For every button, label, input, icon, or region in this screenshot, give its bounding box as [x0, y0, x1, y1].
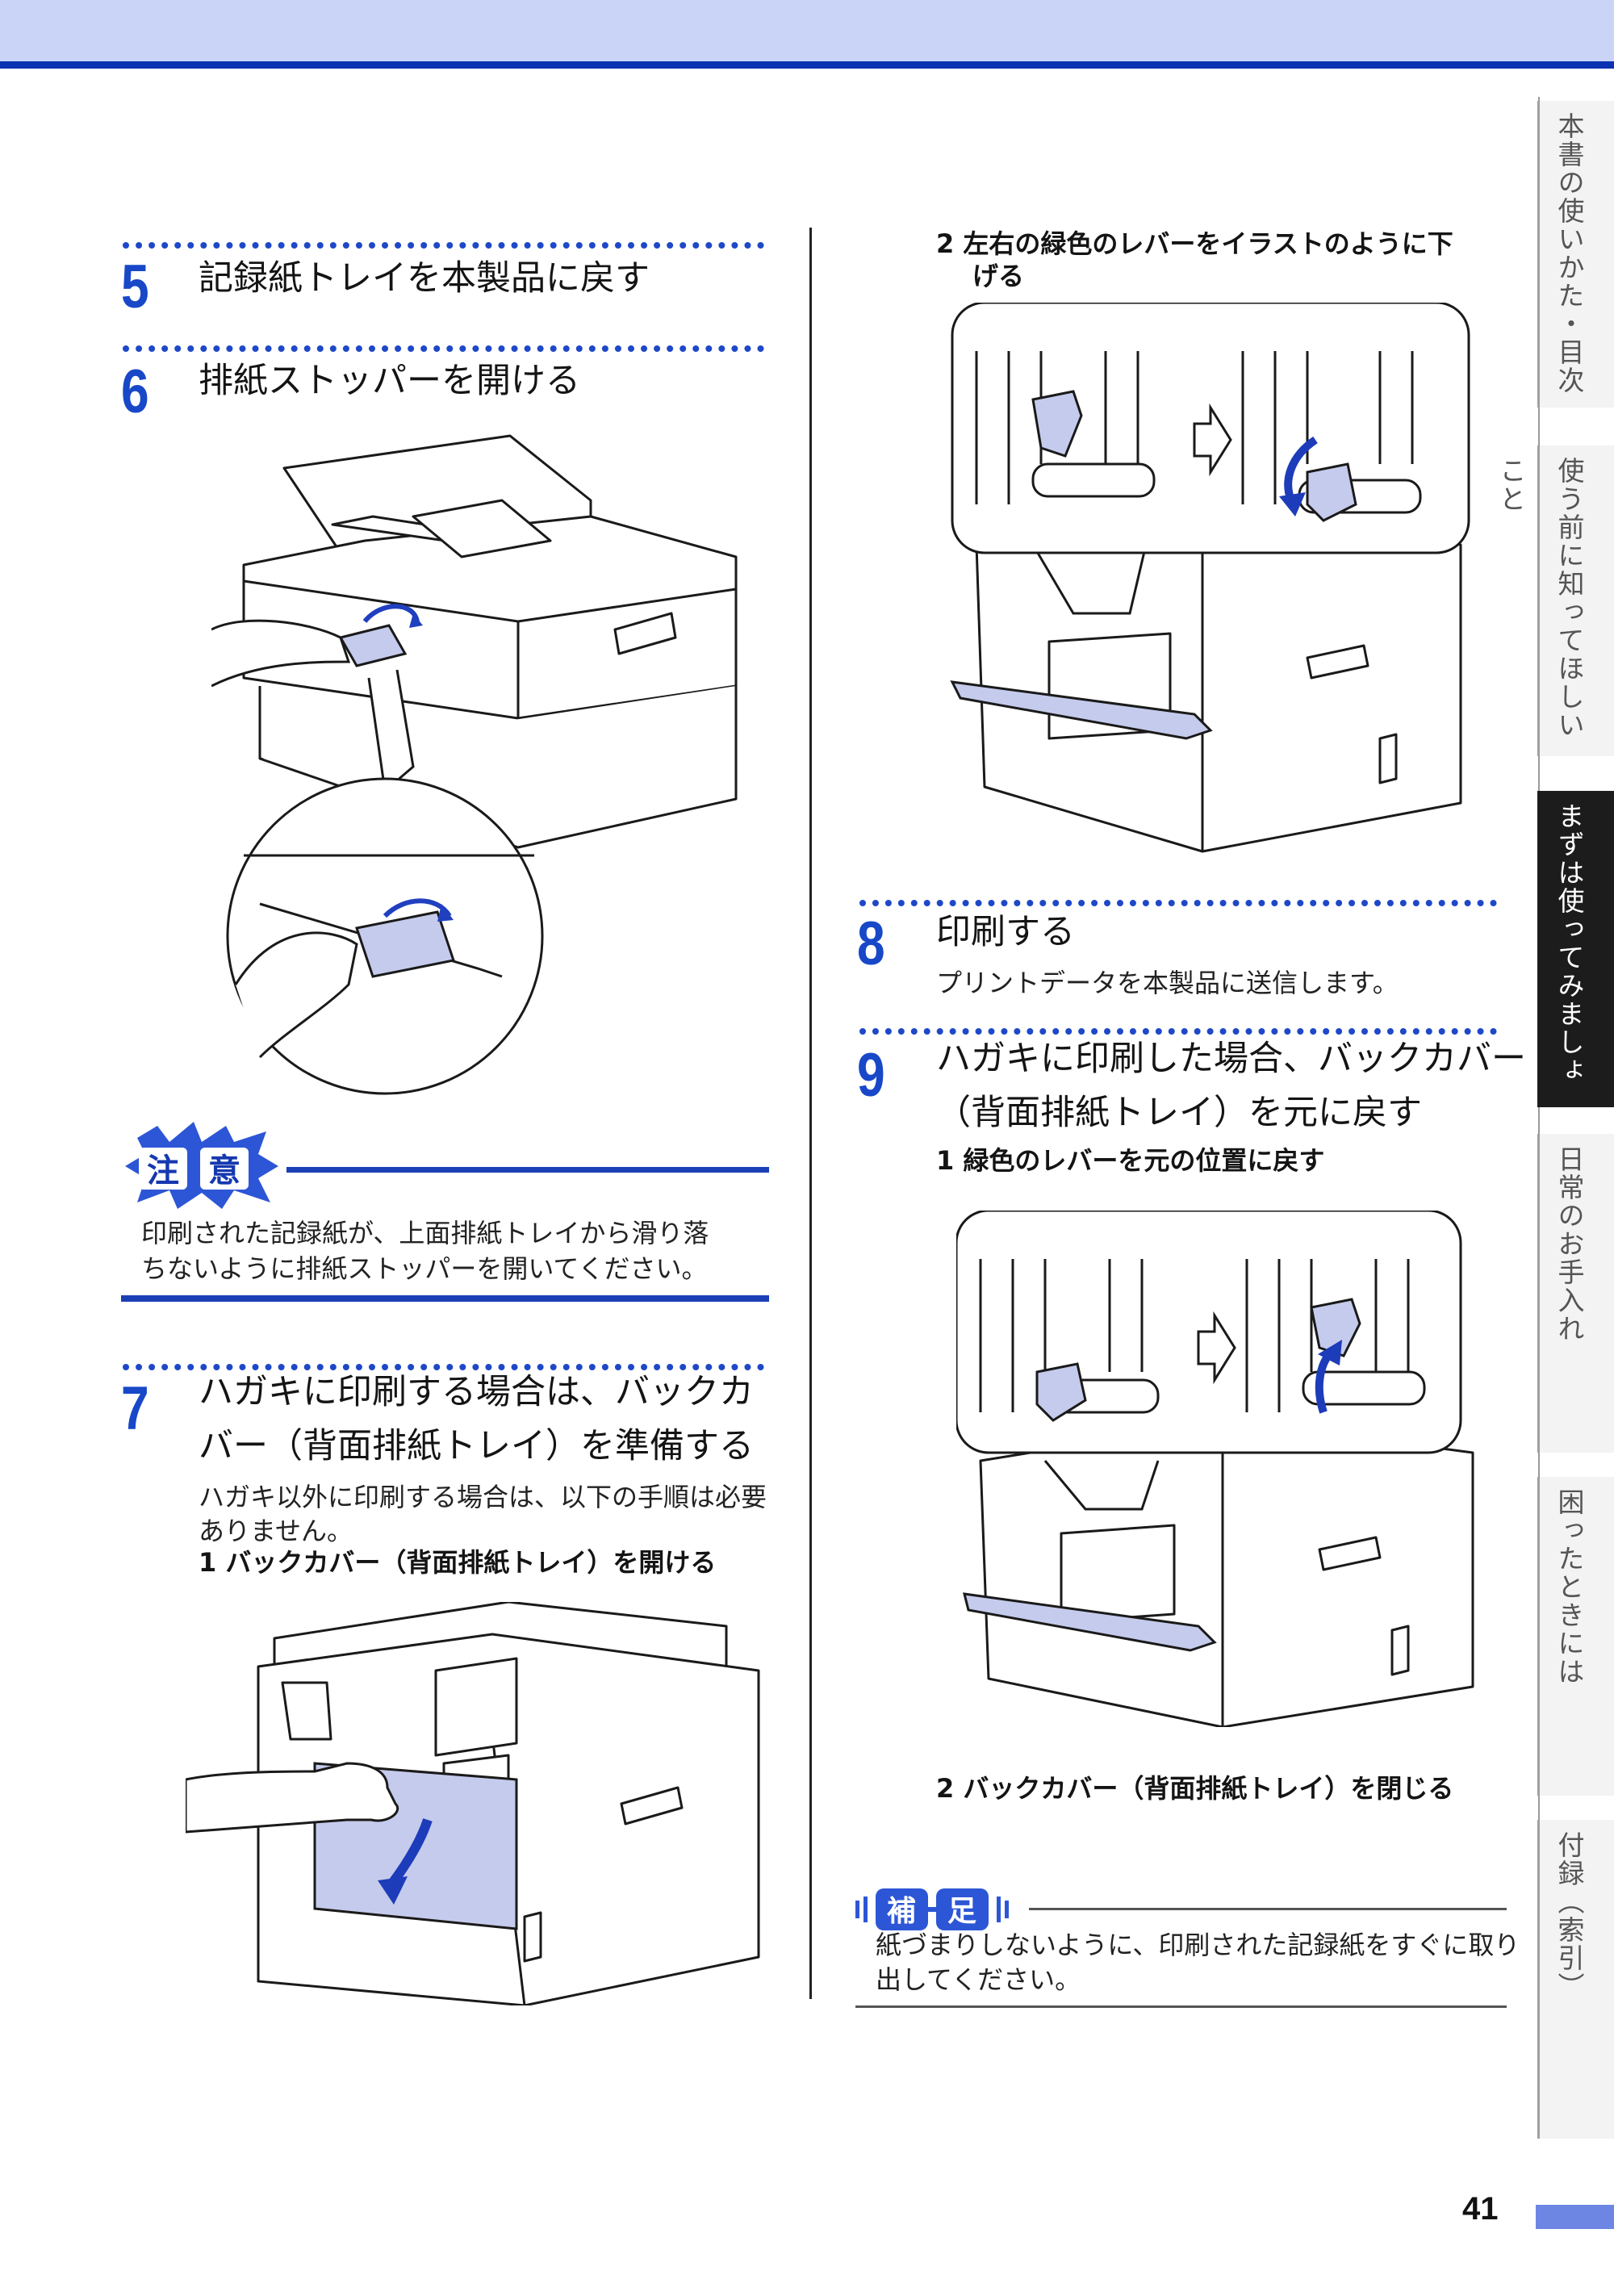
back-cover-open-illustration [186, 1602, 760, 2005]
side-tab-label: 日常のお手入れ [1553, 1145, 1585, 1343]
caution-badge-icon: 注 意 [125, 1122, 278, 1209]
side-tab-label: まずは使ってみましょう [1495, 802, 1585, 1085]
note-bottom-rule [855, 2005, 1507, 2008]
side-tab-getting-started[interactable]: まずは使ってみましょう [1495, 791, 1614, 1107]
step-title-7-line-2: バー（背面排紙トレイ）を準備する [199, 1426, 754, 1466]
page-number-bar [1536, 2205, 1614, 2229]
step-7-description: ハガキ以外に印刷する場合は、以下の手順は必要ありません。 [199, 1482, 767, 1546]
step-7-substep-1: 1 バックカバー（背面排紙トレイ）を開ける [199, 1547, 717, 1578]
caution-bottom-rule [121, 1295, 769, 1302]
step-title-5: 記録紙トレイを本製品に戻す [199, 258, 650, 299]
note-badge-char-2: 足 [947, 1895, 976, 1928]
lever-down-illustration [950, 303, 1470, 853]
note-badge-char-1: 補 [887, 1895, 916, 1928]
step-number-9: 9 [857, 1041, 885, 1110]
caution-text-line-2: ちないように排紙ストッパーを開いてください。 [141, 1253, 708, 1284]
step-7-substep-2-line-2: げる [972, 261, 1025, 291]
side-tab-label: 本書の使いかた・目次 [1553, 112, 1585, 395]
side-tab-label: 困ったときには [1553, 1488, 1585, 1686]
header-band [0, 0, 1614, 61]
step-divider [123, 1364, 764, 1370]
column-divider [809, 228, 812, 1999]
printer-front-illustration [211, 434, 738, 1095]
note-text-line-1: 紙づまりしないように、印刷された記録紙をすぐに取り [876, 1930, 1520, 1960]
step-divider [859, 1028, 1497, 1035]
step-title-8: 印刷する [936, 912, 1075, 952]
caution-text-line-1: 印刷された記録紙が、上面排紙トレイから滑り落 [141, 1218, 709, 1248]
step-number-8: 8 [857, 910, 885, 978]
step-divider [123, 242, 764, 249]
page-number: 41 [1462, 2191, 1499, 2227]
step-divider [123, 345, 764, 352]
note-badge-icon: 補 足 [855, 1888, 1009, 1930]
step-7-substep-2-line-1: 2 左右の緑色のレバーをイラストのように下 [936, 228, 1453, 259]
side-tab-label: 使う前に知ってほしいこと [1495, 457, 1585, 739]
side-tab-maintenance[interactable]: 日常のお手入れ [1537, 1134, 1614, 1453]
step-9-substep-2: 2 バックカバー（背面排紙トレイ）を閉じる [936, 1773, 1454, 1804]
step-number-6: 6 [121, 358, 149, 426]
side-tab-before-use[interactable]: 使う前に知ってほしいこと [1495, 445, 1614, 756]
step-9-substep-1: 1 緑色のレバーを元の位置に戻す [936, 1145, 1325, 1176]
step-number-7: 7 [121, 1374, 149, 1443]
lever-up-illustration [956, 1211, 1474, 1727]
step-title-7-line-1: ハガキに印刷する場合は、バックカ [199, 1372, 754, 1412]
caution-badge-char-1: 注 [147, 1152, 179, 1190]
side-tab-label: 付録（索引） [1553, 1831, 1585, 2001]
side-tab-troubleshooting[interactable]: 困ったときには [1537, 1477, 1614, 1796]
side-tab-spine [1538, 97, 1540, 2139]
side-tab-appendix[interactable]: 付録（索引） [1537, 1820, 1614, 2139]
note-text-line-2: 出してください。 [876, 1964, 1081, 1995]
step-8-description: プリントデータを本製品に送信します。 [936, 968, 1399, 998]
step-title-6: 排紙ストッパーを開ける [199, 361, 580, 401]
caution-badge-char-2: 意 [208, 1152, 240, 1190]
header-rule [0, 61, 1614, 69]
caution-rule [286, 1167, 769, 1173]
step-title-9-line-1: ハガキに印刷した場合、バックカバー [936, 1039, 1526, 1079]
note-rule [1029, 1908, 1507, 1910]
step-number-5: 5 [121, 253, 149, 321]
step-divider [859, 900, 1497, 906]
side-tab-toc[interactable]: 本書の使いかた・目次 [1537, 101, 1614, 408]
step-title-9-line-2: （背面排紙トレイ）を元に戻す [936, 1093, 1422, 1133]
